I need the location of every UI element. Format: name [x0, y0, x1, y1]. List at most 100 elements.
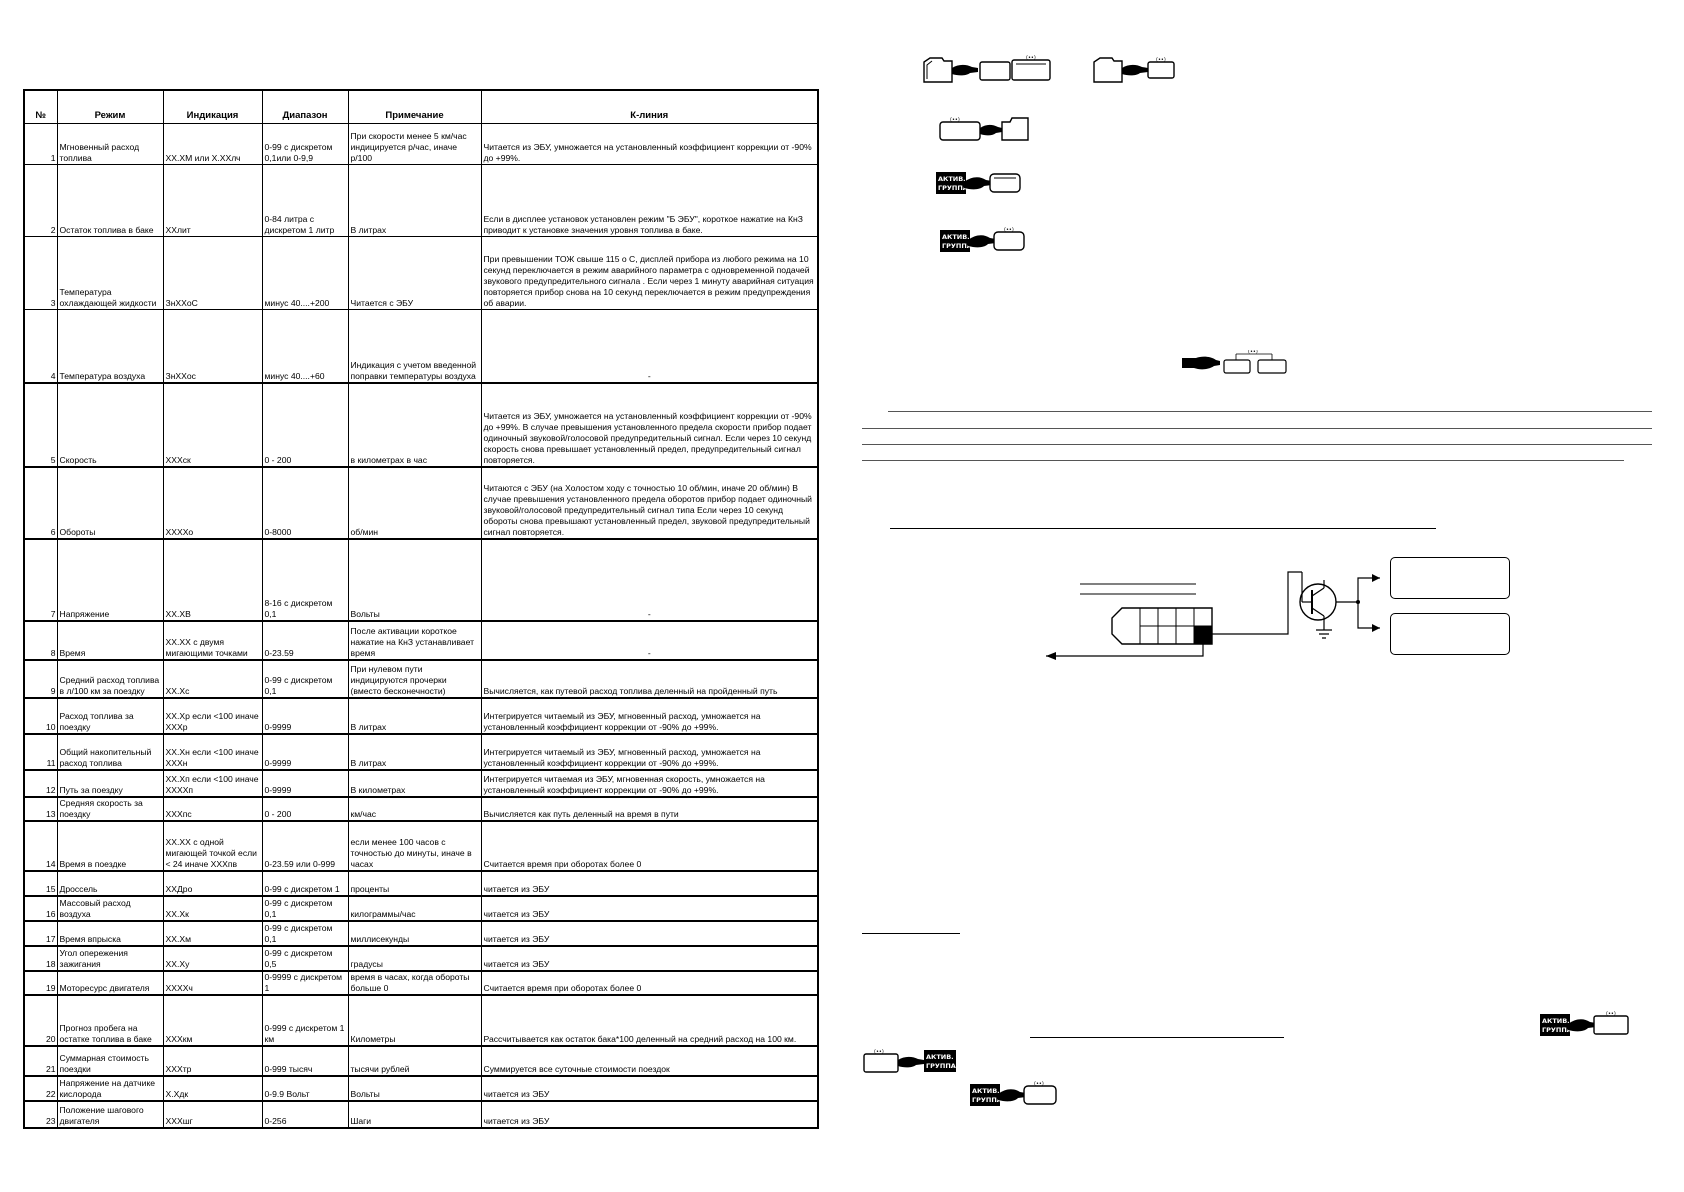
row-kline: Интегрируется читаемый из ЭБУ, мгновенны…: [480, 733, 819, 771]
svg-text:ГРУППА: ГРУППА: [938, 184, 968, 192]
row-number: 22: [23, 1075, 58, 1102]
row-note: В километрах: [347, 769, 482, 798]
svg-text:(••): (••): [950, 117, 960, 123]
text-line: [1030, 1037, 1284, 1038]
connection-diagram: [1046, 571, 1380, 660]
row-mode: Время: [56, 620, 164, 661]
row-mode: Моторесурс двигателя: [56, 970, 164, 996]
table-header-row: № Режим Индикация Диапазон Примечание К-…: [23, 89, 819, 124]
row-note: При скорости менее 5 км/час индицируется…: [347, 122, 482, 165]
text-line: [862, 428, 1652, 429]
row-note: в километрах в час: [347, 382, 482, 468]
row-indication: XXXск: [162, 382, 263, 468]
row-indication: XXXтр: [162, 1045, 263, 1077]
row-number: 6: [23, 466, 58, 540]
svg-text:АКТИВ.: АКТИВ.: [1542, 1017, 1570, 1025]
header-range: Диапазон: [261, 89, 349, 124]
row-number: 2: [23, 163, 58, 237]
row-indication: XX.XX с одной мигающей точкой если < 24 …: [162, 820, 263, 872]
row-range: 0-84 литра с дискретом 1 литр: [261, 163, 349, 237]
row-kline: Если в дисплее установок установлен режи…: [480, 163, 819, 237]
device-box-bottom: [1390, 613, 1510, 655]
aktiv-group-hand-button2-icon: АКТИВ. ГРУППА (••): [940, 227, 1025, 252]
device-box-top: [1390, 557, 1510, 599]
header-note: Примечание: [347, 89, 482, 124]
row-number: 5: [23, 382, 58, 468]
row-mode: Средний расход топлива в л/100 км за пое…: [56, 659, 164, 699]
row-number: 15: [23, 870, 58, 897]
row-mode: Обороты: [56, 466, 164, 540]
row-kline: Считается время при оборотах более 0: [480, 970, 819, 996]
row-range: 0-23.59: [261, 620, 349, 661]
row-mode: Мгновенный расход топлива: [56, 122, 164, 165]
text-line: [862, 933, 960, 934]
row-range: 0-99 с дискретом 0,1: [261, 895, 349, 922]
text-line: [890, 528, 1436, 529]
row-note: если менее 100 часов с точностью до мину…: [347, 820, 482, 872]
row-number: 4: [23, 308, 58, 384]
row-mode: Прогноз пробега на остатке топлива в бак…: [56, 994, 164, 1047]
row-mode: Расход топлива за поездку: [56, 697, 164, 735]
row-range: 0-99 с дискретом 0,1или 0-9,9: [261, 122, 349, 165]
row-range: 0-8000: [261, 466, 349, 540]
svg-text:ГРУППА: ГРУППА: [926, 1062, 956, 1070]
header-number: №: [23, 89, 58, 124]
row-range: 0-9999 с дискретом 1: [261, 970, 349, 996]
row-mode: Время впрыска: [56, 920, 164, 947]
svg-text:(••): (••): [874, 1049, 884, 1055]
svg-text:АКТИВ.: АКТИВ.: [938, 175, 966, 183]
row-range: 0-9999: [261, 769, 349, 798]
row-range: 0-256: [261, 1100, 349, 1129]
row-range: 0-9999: [261, 733, 349, 771]
svg-text:(••): (••): [1004, 227, 1014, 233]
row-note: об/мин: [347, 466, 482, 540]
hand-two-small-buttons-icon: (••): [1182, 350, 1287, 374]
row-kline: читается из ЭБУ: [480, 1100, 819, 1129]
row-mode: Суммарная стоимость поездки: [56, 1045, 164, 1077]
row-note: градусы: [347, 945, 482, 972]
row-kline: -: [480, 538, 819, 622]
row-number: 11: [23, 733, 58, 771]
row-note: Вольты: [347, 1075, 482, 1102]
row-indication: XXXXч: [162, 970, 263, 996]
row-indication: XX.XМ или X.XXлч: [162, 122, 263, 165]
button-hand-folder-icon: (••): [939, 117, 1029, 141]
row-range: 0-9.9 Вольт: [261, 1075, 349, 1102]
row-number: 18: [23, 945, 58, 972]
row-note: В литрах: [347, 697, 482, 735]
row-number: 14: [23, 820, 58, 872]
hand-press-button-icon: (••): [1093, 57, 1175, 83]
row-number: 1: [23, 122, 58, 165]
row-mode: Массовый расход воздуха: [56, 895, 164, 922]
header-indication: Индикация: [162, 89, 263, 124]
row-indication: XX.Xп если <100 иначе XXXXп: [162, 769, 263, 798]
svg-text:ГРУППА: ГРУППА: [972, 1096, 1002, 1104]
row-indication: XX.Xк: [162, 895, 263, 922]
row-note: В литрах: [347, 733, 482, 771]
row-number: 23: [23, 1100, 58, 1129]
row-indication: XXXшг: [162, 1100, 263, 1129]
row-number: 12: [23, 769, 58, 798]
row-indication: XX.Xн если <100 иначе XXXн: [162, 733, 263, 771]
text-line: [862, 460, 1624, 461]
text-line: [862, 444, 1652, 445]
row-note: Индикация с учетом введенной поправки те…: [347, 308, 482, 384]
row-number: 9: [23, 659, 58, 699]
row-range: 0 - 200: [261, 796, 349, 822]
svg-text:ГРУППА: ГРУППА: [942, 242, 972, 250]
row-range: 0 - 200: [261, 382, 349, 468]
row-kline: Интегрируется читаемая из ЭБУ, мгновенна…: [480, 769, 819, 798]
svg-text:(••): (••): [1606, 1011, 1616, 1017]
row-indication: XX.Xу: [162, 945, 263, 972]
row-note: Читается с ЭБУ: [347, 235, 482, 310]
aktiv-group-hand-button3-icon: АКТИВ. ГРУППА (••): [1540, 1011, 1629, 1036]
row-number: 20: [23, 994, 58, 1047]
row-mode: Напряжение: [56, 538, 164, 622]
aktiv-group-hand-button4-icon: АКТИВ. ГРУППА (••): [970, 1081, 1057, 1106]
